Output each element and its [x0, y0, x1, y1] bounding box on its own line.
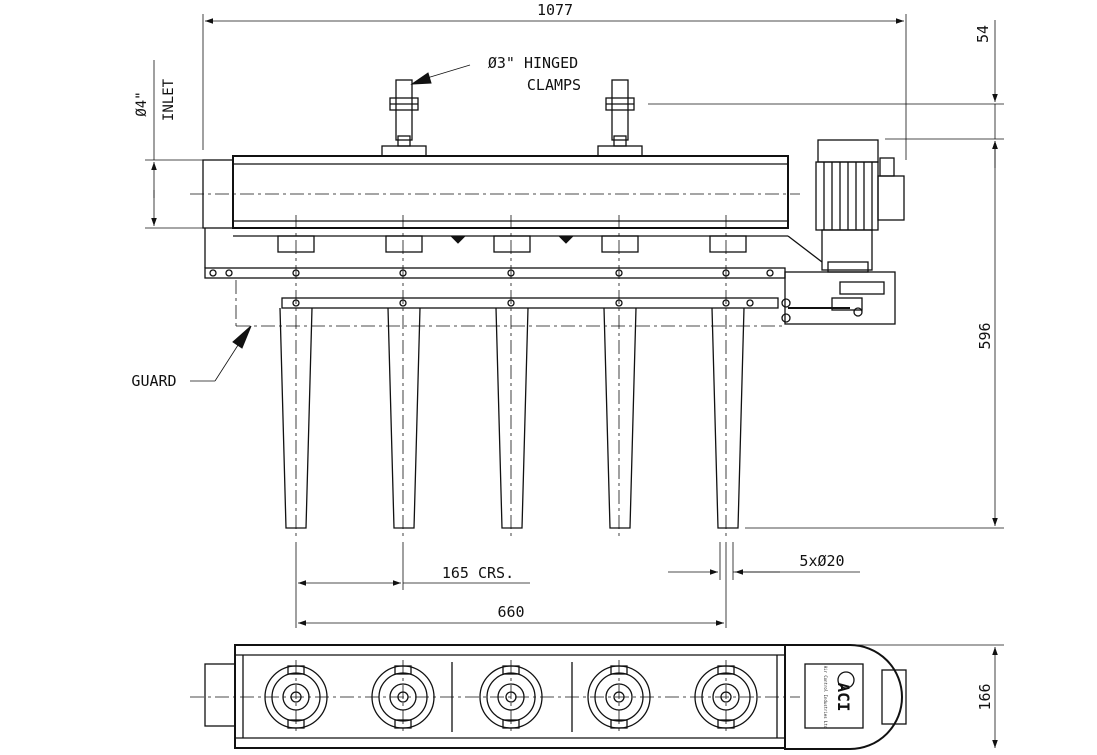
- dimension-outlets: 5xØ20: [668, 542, 860, 580]
- main-housing: [232, 155, 789, 229]
- centres-label: 165 CRS.: [442, 564, 514, 582]
- dimension-inlet: Ø4" INLET: [134, 60, 205, 229]
- hinged-clamp-left: [381, 79, 427, 157]
- span-label: 660: [497, 603, 524, 621]
- plan-outlet-3: [479, 660, 543, 735]
- hinged-clamp-right: [597, 79, 643, 157]
- clamps-label-line2: CLAMPS: [527, 76, 581, 94]
- aci-logo-icon: [837, 671, 855, 689]
- top-offset-label: 54: [974, 25, 992, 43]
- dimension-span: 660: [298, 542, 727, 628]
- dimension-centres: 165 CRS.: [295, 542, 530, 628]
- aci-badge: [804, 663, 864, 729]
- plan-motor-housing: [784, 644, 903, 750]
- plan-outlet-4: [587, 660, 651, 735]
- leader-clamps: Ø3" HINGED CLAMPS: [410, 54, 581, 94]
- height-label: 596: [976, 322, 994, 349]
- guard-label: GUARD: [131, 372, 176, 390]
- badge-brand: ACI: [834, 683, 853, 712]
- elevation-view: [190, 79, 905, 540]
- plan-depth-label: 166: [976, 683, 994, 710]
- overall-width-label: 1077: [537, 1, 573, 19]
- plan-outlet-5: [694, 660, 758, 735]
- dimension-plan-depth: 166: [850, 644, 1004, 748]
- outlet-cones: [279, 215, 745, 540]
- leader-guard: GUARD: [131, 325, 252, 390]
- dimension-height: 596: [745, 141, 1004, 529]
- motor-bracket: [784, 271, 896, 325]
- clamps-label-line1: Ø3" HINGED: [488, 54, 578, 72]
- motor: [787, 139, 905, 273]
- dimension-overall-width: 1077: [202, 1, 907, 160]
- inlet-size-label: Ø4": [134, 91, 150, 116]
- dimension-top-offset: 54: [648, 20, 1004, 168]
- plan-outlet-2: [371, 660, 435, 735]
- badge-caption: Air Control Industries Ltd: [823, 666, 828, 729]
- outlets-label: 5xØ20: [799, 552, 844, 570]
- plan-view: ACI Air Control Industries Ltd: [190, 644, 907, 750]
- inlet-word-label: INLET: [161, 78, 177, 121]
- plan-outlet-1: [264, 660, 328, 735]
